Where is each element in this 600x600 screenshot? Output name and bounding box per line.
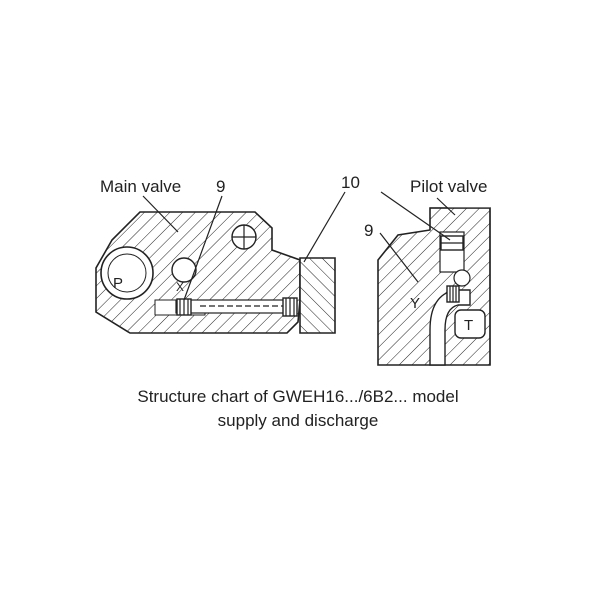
cover-block [299,257,336,334]
caption-line-1: Structure chart of GWEH16.../6B2... mode… [137,387,458,406]
pilot-valve-section [377,196,491,366]
port-t-box [454,309,486,339]
main-valve-section [95,211,336,334]
label-10: 10 [341,173,360,192]
label-port-p: P [113,275,123,292]
label-port-x: X [176,280,184,294]
label-main-valve: Main valve [100,177,181,196]
port-p-inner [107,253,147,293]
leader-lines [142,191,456,301]
port-x-bore [171,257,197,283]
port-p-bore [100,246,154,300]
label-pilot-valve: Pilot valve [410,177,487,196]
label-port-y: Y [410,295,420,312]
label-9-pilot: 9 [364,221,373,240]
port-y-channel [429,289,471,366]
caption-line-2: supply and discharge [218,411,379,430]
label-port-t: T [464,317,473,334]
label-9-main: 9 [216,177,225,196]
